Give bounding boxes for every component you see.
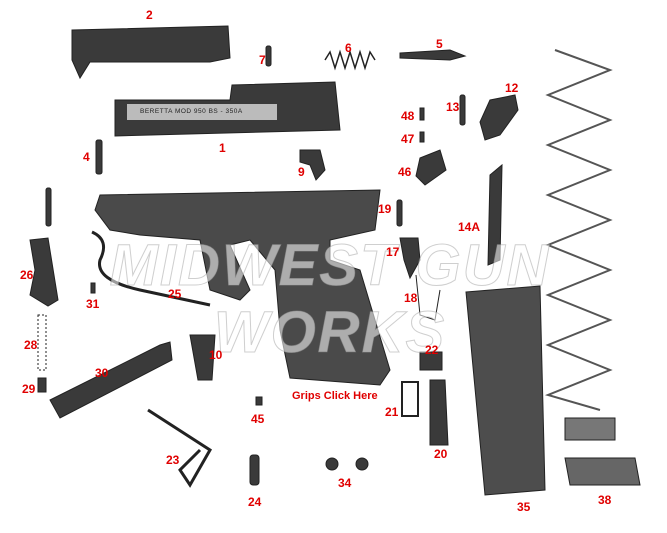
part-6-spring — [324, 49, 376, 71]
part-35-magazine — [465, 285, 546, 496]
label-34: 34 — [338, 476, 352, 490]
label-10: 10 — [209, 348, 223, 362]
part-25-spring — [91, 230, 211, 307]
part-20 — [429, 379, 449, 446]
label-9: 9 — [298, 165, 305, 179]
watermark: MIDWEST GUN WORKS — [109, 233, 551, 366]
part-45 — [255, 396, 263, 406]
grips-link[interactable]: Grips Click Here — [292, 390, 378, 402]
slide-engraving: BERETTA MOD 950 BS - 350A — [140, 108, 243, 115]
label-12: 12 — [505, 81, 519, 95]
part-24-pin — [249, 454, 260, 486]
label-7: 7 — [259, 53, 266, 67]
part-5-firing-pin — [399, 49, 467, 61]
label-23: 23 — [166, 453, 180, 467]
label-38: 38 — [598, 493, 612, 507]
label-30: 30 — [95, 366, 109, 380]
part-19-pin — [396, 199, 403, 227]
label-47: 47 — [401, 132, 415, 146]
label-4: 4 — [83, 150, 90, 164]
part-28-spring — [37, 314, 47, 371]
label-14a: 14A — [458, 220, 481, 234]
part-26-grip-safety — [29, 237, 59, 307]
part-34-screw — [355, 457, 369, 471]
label-24: 24 — [248, 495, 262, 509]
label-45: 45 — [251, 412, 265, 426]
part-18-spring — [415, 274, 441, 321]
part-22 — [419, 351, 443, 371]
label-28: 28 — [24, 338, 38, 352]
part-7-pin — [265, 45, 272, 67]
part-2-slide-top — [71, 25, 231, 80]
part-29 — [37, 377, 47, 393]
label-46: 46 — [398, 165, 412, 179]
label-1: 1 — [219, 141, 226, 155]
label-2: 2 — [146, 8, 153, 22]
part-23-spring — [147, 408, 213, 488]
part-46 — [415, 149, 447, 186]
part-31 — [90, 282, 96, 294]
label-18: 18 — [404, 291, 418, 305]
label-29: 29 — [22, 382, 36, 396]
label-26: 26 — [20, 268, 34, 282]
part-47 — [419, 131, 425, 143]
label-21: 21 — [385, 405, 399, 419]
label-22: 22 — [425, 343, 439, 357]
label-6: 6 — [345, 41, 352, 55]
part-12-hammer — [479, 94, 519, 141]
part-10 — [189, 334, 216, 381]
part-37-follower — [564, 417, 616, 441]
part-13-pin — [459, 94, 466, 126]
part-38-floorplate — [564, 457, 641, 486]
label-17: 17 — [386, 245, 400, 259]
part-pin-left — [45, 187, 52, 227]
label-31: 31 — [86, 297, 100, 311]
label-35: 35 — [517, 500, 531, 514]
part-17 — [399, 237, 421, 280]
label-19: 19 — [378, 202, 392, 216]
part-4-pin — [95, 139, 103, 175]
part-frame — [94, 189, 391, 386]
label-20: 20 — [434, 447, 448, 461]
label-48: 48 — [401, 109, 415, 123]
part-36-magazine-spring — [544, 49, 613, 411]
part-30 — [49, 341, 173, 419]
part-21-spring — [401, 381, 419, 417]
label-5: 5 — [436, 37, 443, 51]
part-48 — [419, 107, 425, 121]
label-13: 13 — [446, 100, 460, 114]
part-34-screw — [325, 457, 339, 471]
part-14a — [487, 163, 503, 266]
part-9 — [299, 149, 326, 181]
label-25: 25 — [168, 287, 182, 301]
